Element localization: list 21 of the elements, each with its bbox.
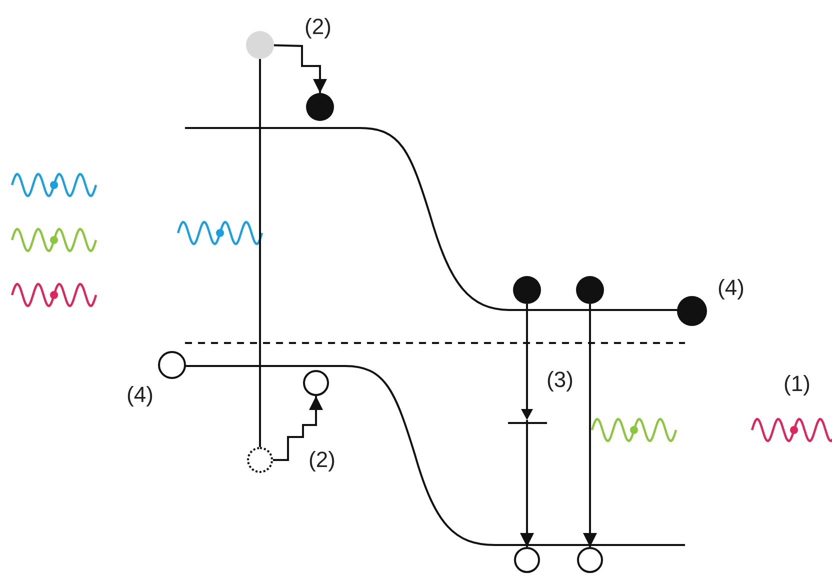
transition-line <box>259 59 261 447</box>
hole-circle <box>577 547 603 573</box>
electron-circle <box>513 276 541 304</box>
arrow <box>274 44 327 93</box>
hole-circle <box>158 351 186 379</box>
process-number: (3) <box>546 369 574 391</box>
hole-circle <box>303 370 329 396</box>
empty-state-circle <box>247 447 273 473</box>
electron-circle <box>677 296 707 326</box>
process-number: (2) <box>308 449 336 471</box>
arrow <box>520 304 534 547</box>
electron-circle <box>306 93 334 121</box>
electron-circle <box>576 276 604 304</box>
arrow <box>583 304 597 547</box>
excited-electron-circle <box>246 31 274 59</box>
process-number: (1) <box>784 373 810 395</box>
arrow <box>273 396 323 461</box>
process-number: (4) <box>718 277 744 299</box>
process-number: (4) <box>126 384 154 406</box>
process-number: (2) <box>304 16 332 38</box>
hole-circle <box>514 547 540 573</box>
